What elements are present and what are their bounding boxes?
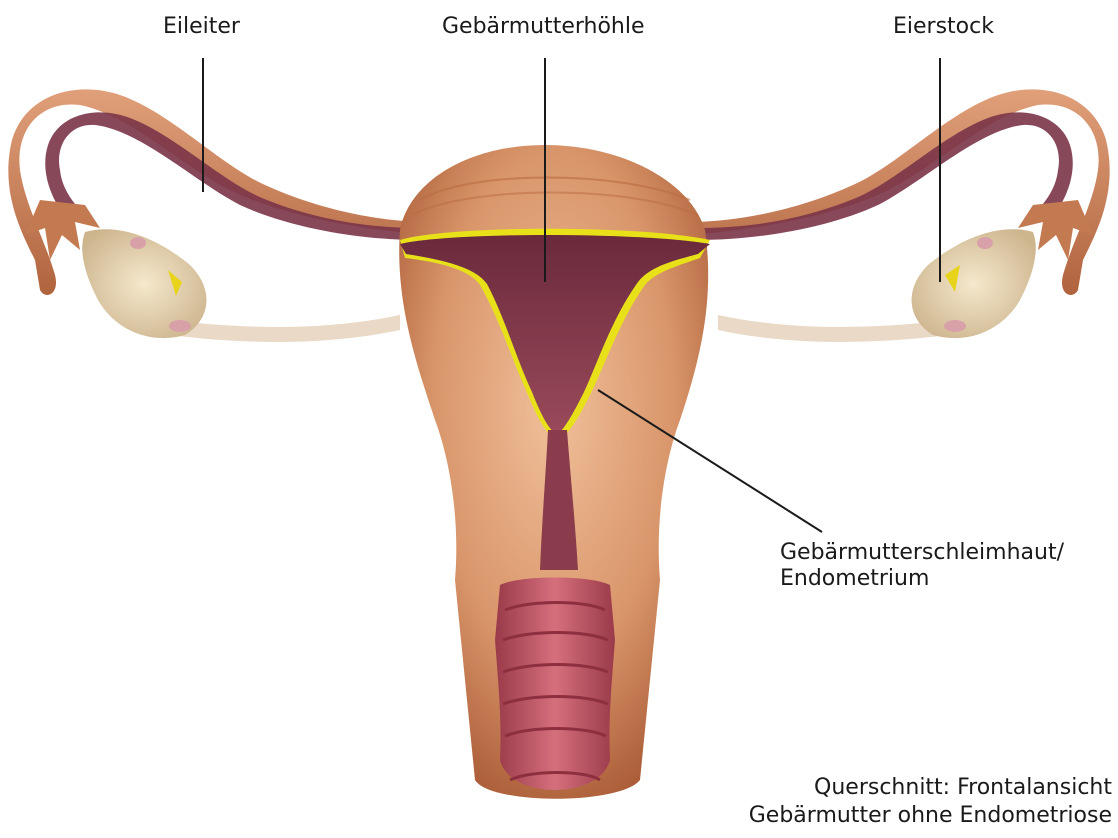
label-endometrium-line2: Endometrium [780, 566, 1064, 592]
vagina [495, 578, 615, 791]
label-gebaermutterhoehle: Gebärmutterhöhle [442, 14, 645, 40]
right-ovarian-ligament [718, 315, 948, 342]
label-endometrium: Gebärmutterschleimhaut/ Endometrium [780, 540, 1064, 592]
left-fallopian-tube [8, 89, 430, 295]
label-eileiter: Eileiter [163, 14, 240, 40]
right-fallopian-tube [688, 89, 1110, 295]
label-eierstock: Eierstock [893, 14, 994, 40]
label-endometrium-line1: Gebärmutterschleimhaut/ [780, 540, 1064, 566]
left-ovarian-ligament [170, 315, 400, 342]
right-ovary [912, 229, 1036, 338]
caption-line1: Querschnitt: Frontalansicht [749, 774, 1112, 802]
caption-line2: Gebärmutter ohne Endometriose [749, 802, 1112, 830]
figure-caption: Querschnitt: Frontalansicht Gebärmutter … [749, 774, 1112, 830]
left-ovary [82, 229, 206, 338]
